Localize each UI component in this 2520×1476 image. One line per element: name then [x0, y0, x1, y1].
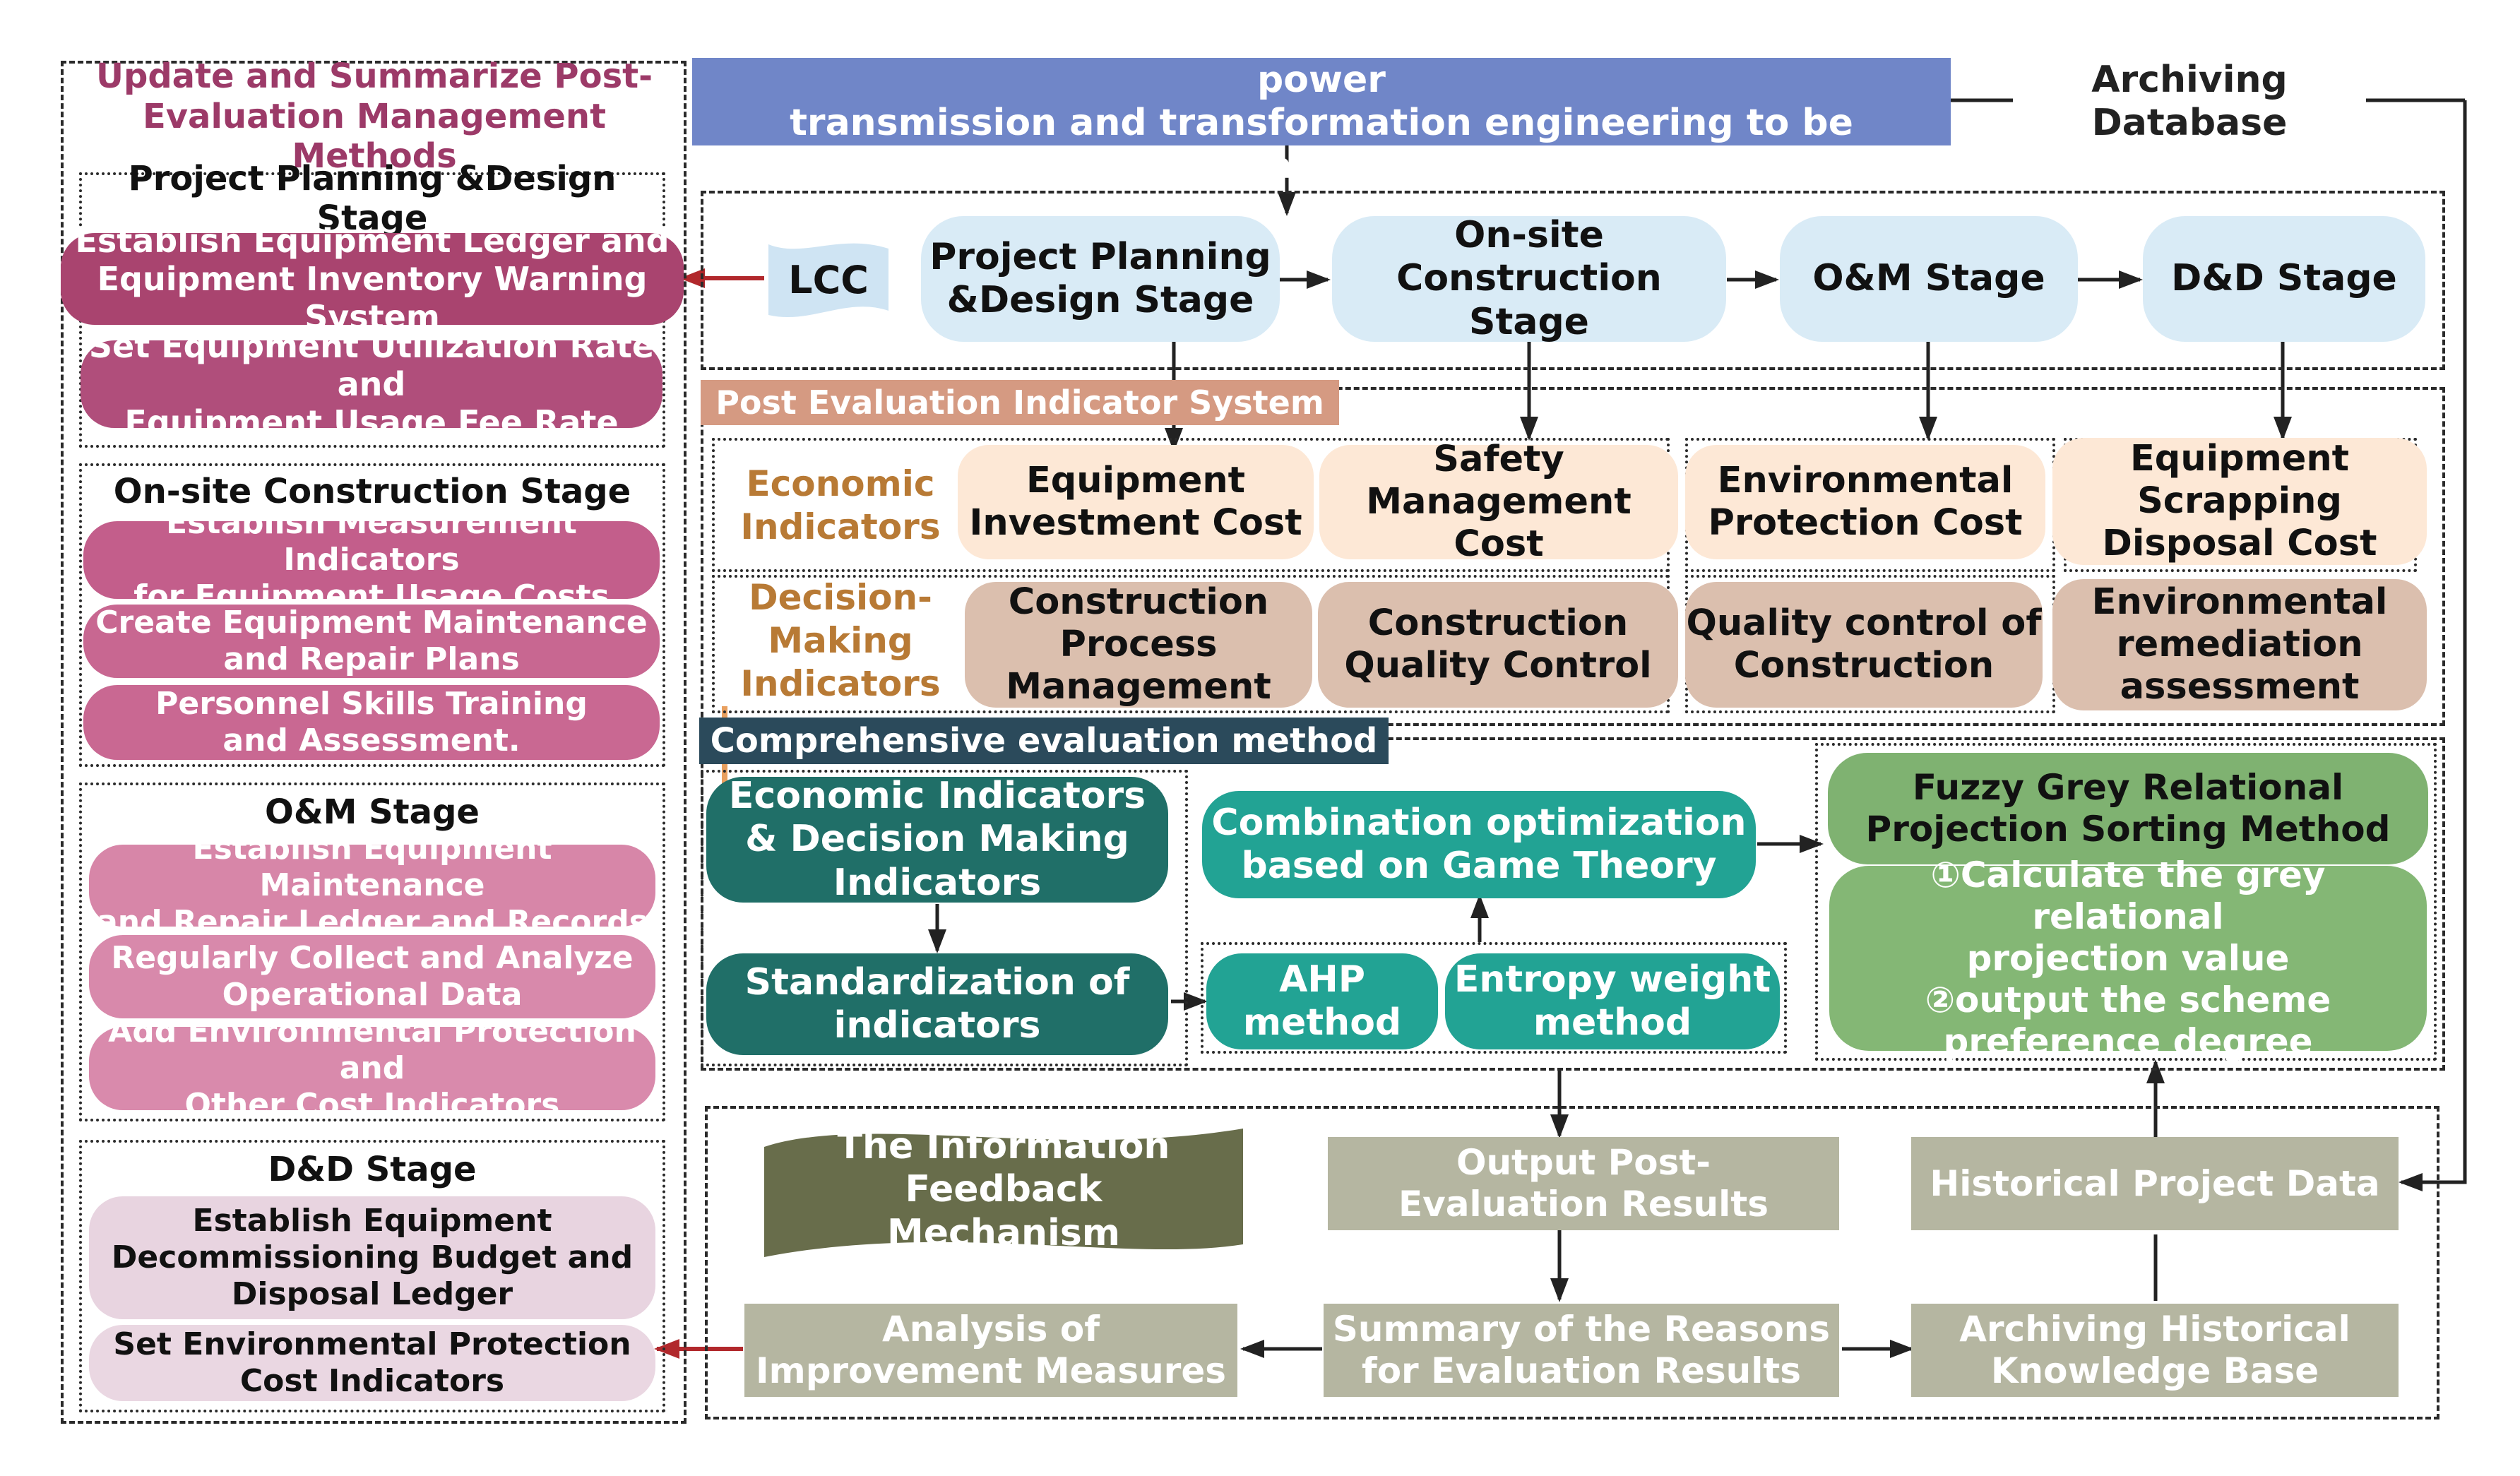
eval-fuzzy-group [1815, 743, 2437, 1061]
eval-weights-group [1201, 942, 1787, 1054]
historical-project-data: Historical Project Data [1911, 1137, 2399, 1230]
left-item-maintenance-ledger: Establish Equipment Maintenance and Repa… [89, 831, 655, 940]
analysis-improvement-measures: Analysis of Improvement Measures [744, 1304, 1237, 1397]
feedback-mechanism: The Information Feedback Mechanism [837, 1124, 1170, 1254]
eval-entropy-weight-method: Entropy weight method [1445, 953, 1780, 1049]
decision-construction-process: Construction Process Management [965, 581, 1312, 708]
indicator-system-title: Post Evaluation Indicator System [701, 380, 1339, 425]
left-stage-om-title: O&M Stage [86, 790, 658, 835]
output-post-evaluation: Output Post- Evaluation Results [1328, 1137, 1839, 1230]
econ-equipment-scrapping-cost: Equipment Scrapping Disposal Cost [2052, 438, 2427, 565]
left-item-equipment-ledger: Establish Equipment Ledger and Equipment… [61, 222, 684, 336]
stage-planning-design: Project Planning &Design Stage [921, 216, 1280, 342]
left-item-environmental-indicators: Add Environmental Protection and Other C… [89, 1013, 655, 1123]
eval-economic-decision-indicators: Economic Indicators & Decision Making In… [706, 775, 1168, 904]
eval-fuzzy-steps: ①Calculate the grey relational projectio… [1829, 855, 2427, 1062]
left-item-maintenance-plans: Create Equipment Maintenance and Repair … [83, 605, 660, 678]
eval-fuzzy-title: Fuzzy Grey Relational Projection Sorting… [1828, 753, 2428, 864]
stage-dd: D&D Stage [2143, 216, 2425, 342]
indicator-system-group [701, 387, 2445, 726]
econ-environmental-protection-cost: Environmental Protection Cost [1685, 445, 2045, 559]
archiving-knowledge-base: Archiving Historical Knowledge Base [1911, 1304, 2399, 1397]
left-item-utilization-rate: Set Equipment Utilization Rate and Equip… [81, 327, 662, 441]
feedback-mechanism-banner [764, 1129, 1243, 1257]
left-item-decommissioning-budget: Establish Equipment Decommissioning Budg… [89, 1196, 655, 1319]
left-stage-dd-group [79, 1140, 665, 1412]
left-stage-om-group [79, 782, 665, 1121]
econ-safety-management-cost: Safety Management Cost [1319, 439, 1678, 565]
eval-standardization: Standardization of indicators [706, 953, 1168, 1055]
left-stage-onsite-group [79, 463, 665, 767]
left-stage-planning-title: Project Planning &Design Stage [86, 159, 658, 238]
left-panel [61, 61, 687, 1424]
eval-combination-optimization: Combination optimization based on Game T… [1202, 791, 1756, 898]
left-item-measurement-indicators: Establish Measurement Indicators for Equ… [83, 505, 660, 614]
decision-environmental-remediation: Environmental remediation assessment [2052, 579, 2427, 710]
left-item-operational-data: Regularly Collect and Analyze Operationa… [89, 935, 655, 1018]
stage-om: O&M Stage [1780, 216, 2078, 342]
project-data-header: Project data for the mechanization const… [692, 15, 1951, 187]
left-item-skills-training: Personnel Skills Training and Assessment… [83, 685, 660, 760]
eval-ahp-method: AHP method [1206, 953, 1438, 1049]
lcc-banner [768, 243, 888, 318]
left-item-environmental-cost: Set Environmental Protection Cost Indica… [89, 1325, 655, 1401]
decision-construction-quality: Construction Quality Control [1318, 582, 1678, 708]
archiving-database-label: Archiving Database [2091, 58, 2288, 144]
evaluation-title: Comprehensive evaluation method [699, 718, 1389, 764]
economic-indicators-label: Economic Indicators [740, 463, 941, 547]
evaluation-left-group [701, 770, 1188, 1066]
left-panel-title: Update and Summarize Post- Evaluation Ma… [95, 56, 653, 177]
econ-equipment-investment-cost: Equipment Investment Cost [958, 445, 1314, 559]
archive-to-historical [2399, 100, 2467, 1191]
left-stage-onsite-title: On-site Construction Stage [86, 469, 658, 514]
stage-onsite-construction: On-site Construction Stage [1332, 214, 1726, 343]
stage-row-group [701, 191, 2445, 370]
summary-evaluation-reasons: Summary of the Reasons for Evaluation Re… [1324, 1304, 1839, 1397]
left-stage-dd-title: D&D Stage [86, 1147, 658, 1192]
feedback-group [705, 1106, 2439, 1420]
lcc-label: LCC [788, 258, 869, 303]
decision-indicators-label: Decision- Making Indicators [740, 576, 941, 704]
decision-quality-control: Quality control of Construction [1685, 582, 2043, 708]
